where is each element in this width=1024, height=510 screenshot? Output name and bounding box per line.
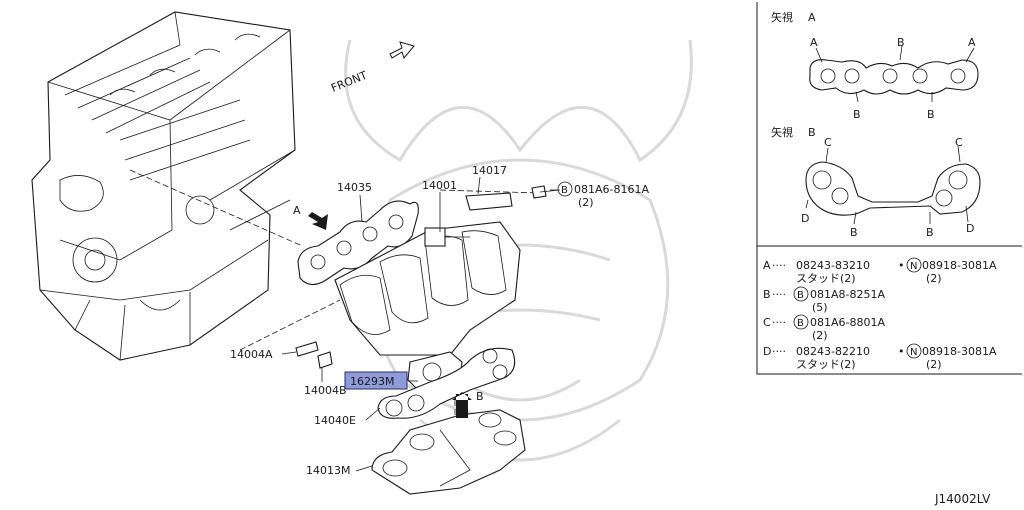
svg-text:•: • [898,259,905,272]
diagram-code: J14002LV [934,492,991,506]
part-label-14004b[interactable]: 14004B [304,384,347,397]
part-label-14001[interactable]: 14001 [422,179,457,192]
view-b-label-b-left: B [850,226,858,239]
arrow-b-label: B [476,390,484,403]
legend-d-sub: スタッド(2) [796,358,856,371]
legend-c-part[interactable]: 081A6-8801A [810,316,885,329]
legend-b-qty: (5) [812,301,828,314]
legend-a-part2[interactable]: 08918-3081A [922,259,997,272]
view-a-section: 矢視 A A B A B B [771,10,979,121]
part-label-14017[interactable]: 14017 [472,164,507,177]
legend-d-key: D [763,345,771,358]
legend-a-qty2: (2) [926,272,942,285]
legend-d-part2[interactable]: 08918-3081A [922,345,997,358]
svg-text:····: ···· [772,259,786,272]
arrow-a-icon [308,212,328,230]
gasket-a-drawing [809,59,979,95]
part-label-14013m[interactable]: 14013M [306,464,350,477]
legend-a-sym: N [910,261,917,272]
fastener-legend: A ···· 08243-83210 • N 08918-3081A スタッド(… [763,257,997,371]
part-label-14004a[interactable]: 14004A [230,348,273,361]
legend-c-key: C [763,316,771,329]
arrow-b-icon [452,392,472,418]
view-b-title-letter: B [808,126,816,139]
part-label-14035[interactable]: 14035 [337,181,372,194]
svg-text:····: ···· [772,316,786,329]
intake-manifold-14001-drawing [334,192,521,356]
legend-d-qty2: (2) [926,358,942,371]
legend-d-part[interactable]: 08243-82210 [796,345,870,358]
legend-b-part[interactable]: 081A8-8251A [810,288,885,301]
gasket-14035-drawing [297,200,419,286]
svg-text:····: ···· [772,288,786,301]
view-b-label-c-left: C [824,136,832,149]
leader-lines [281,176,558,472]
legend-a-sub: スタッド(2) [796,272,856,285]
view-b-label-d-left: D [801,212,809,225]
guide-lines [129,169,541,430]
view-a-title-kanji: 矢視 [771,10,793,24]
legend-a-part[interactable]: 08243-83210 [796,259,870,272]
bolt-callout-code[interactable]: 081A6-8161A [574,183,649,196]
part-label-16293m[interactable]: 16293M [350,375,394,388]
view-b-title-kanji: 矢視 [771,125,793,139]
view-b-label-c-right: C [955,136,963,149]
bolt-drawing [531,185,561,199]
view-b-section: 矢視 B C C D B B D [771,125,981,239]
bolt-callout-symbol: B [561,185,568,196]
legend-c-qty: (2) [812,329,828,342]
bolt-symbol-circle [557,181,573,197]
part-label-14040e[interactable]: 14040E [314,414,356,427]
detail-panel-frame [756,2,1022,375]
view-a-title-letter: A [808,11,816,24]
legend-b-key: B [763,288,771,301]
engine-block-drawing [31,11,296,361]
front-arrow-icon [389,41,415,60]
legend-a-key: A [763,259,771,272]
direction-arrows [308,41,472,418]
view-a-label-b-bottom-left: B [853,108,861,121]
view-a-label-a-right: A [968,36,976,49]
legend-c-sym: B [797,318,804,329]
svg-text:•: • [898,345,905,358]
manifold-14013m-drawing [371,409,526,495]
svg-text:····: ···· [772,345,786,358]
gasket-b-drawing [805,161,981,216]
view-b-label-d-right: D [966,222,974,235]
view-a-label-a-left: A [810,36,818,49]
bolt-callout-qty: (2) [578,196,594,209]
front-label: FRONT [329,69,369,95]
part-highlight [344,371,408,390]
arrow-a-label: A [293,204,301,217]
view-a-label-b-top: B [897,36,905,49]
legend-b-sym: B [797,290,804,301]
view-a-label-b-bottom-right: B [927,108,935,121]
view-b-label-b-right: B [926,226,934,239]
gasket-14040e-drawing [377,347,516,419]
stud-drawing [295,341,333,369]
legend-d-sym: N [910,347,917,358]
